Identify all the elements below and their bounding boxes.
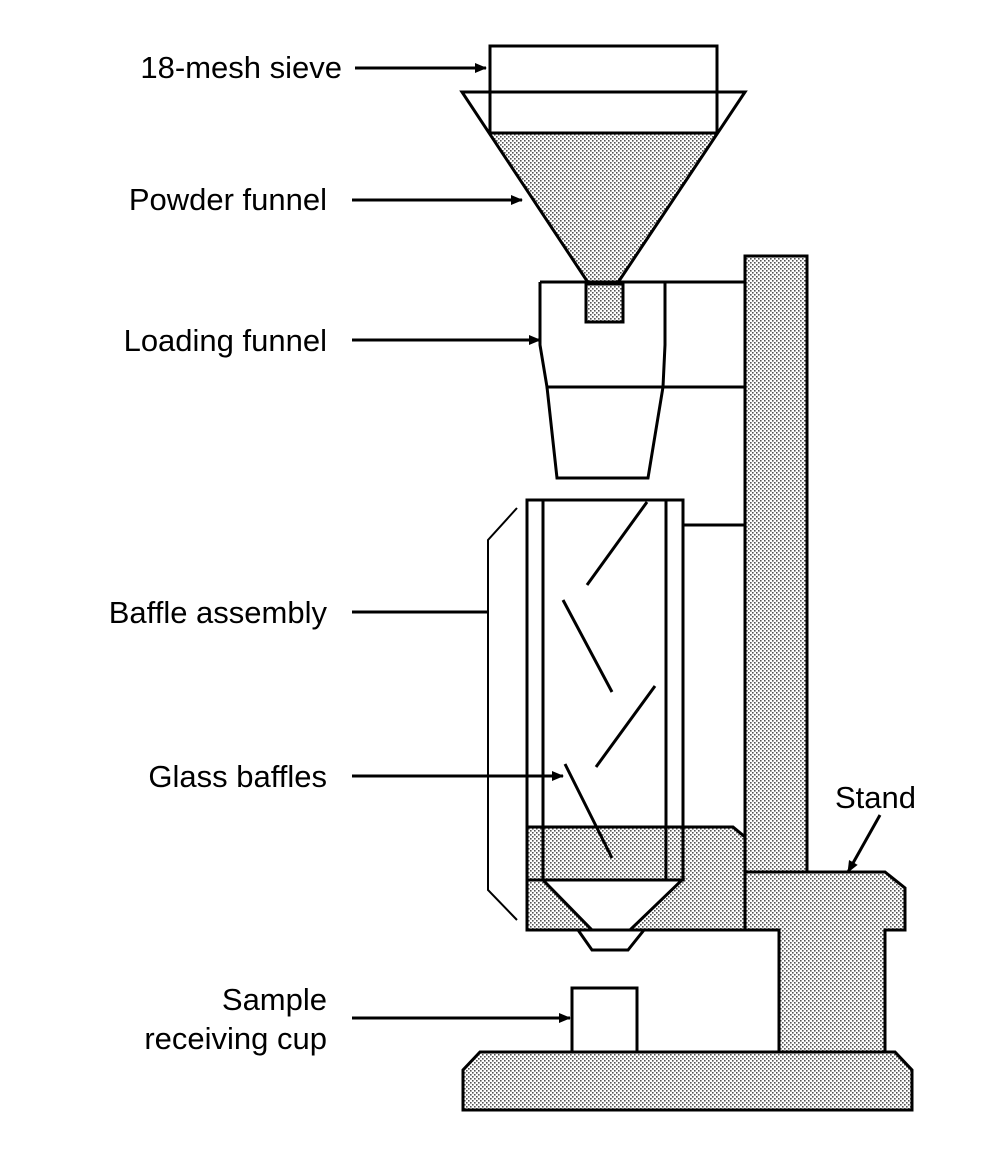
loading-funnel-lower [545,386,665,480]
baffle-assembly-bracket [487,507,518,921]
label-cup-line1: Sample [222,982,327,1017]
stand [461,254,914,1112]
leader-lines [352,63,882,1023]
label-cup-line2: receiving cup [144,1021,327,1056]
sample-receiving-cup [570,986,639,1054]
label-powder-funnel: Powder funnel [129,182,327,217]
stand-arm [743,870,907,1054]
label-sieve: 18-mesh sieve [140,50,342,85]
baffle-assembly [487,498,747,952]
outlet [575,928,648,952]
label-glass-baffles: Glass baffles [148,759,327,794]
funnel-stem [584,282,625,324]
sieve [488,44,719,135]
glass-baffle [585,501,649,586]
labels: 18-mesh sieve Powder funnel Loading funn… [109,50,916,1056]
stand-column [743,254,809,874]
outer-tube [525,498,685,882]
glass-baffle [594,685,657,768]
powder-funnel [459,90,748,324]
glass-baffle [561,599,614,693]
arrow-stand [846,814,882,873]
label-loading-funnel: Loading funnel [124,323,327,358]
glass-baffle [563,763,614,859]
loading-funnel [538,280,745,480]
loading-funnel-upper [538,280,745,389]
stand-base [461,1050,914,1112]
powder-fill [490,133,717,284]
label-stand: Stand [835,780,916,815]
label-baffle-assembly: Baffle assembly [109,595,328,630]
